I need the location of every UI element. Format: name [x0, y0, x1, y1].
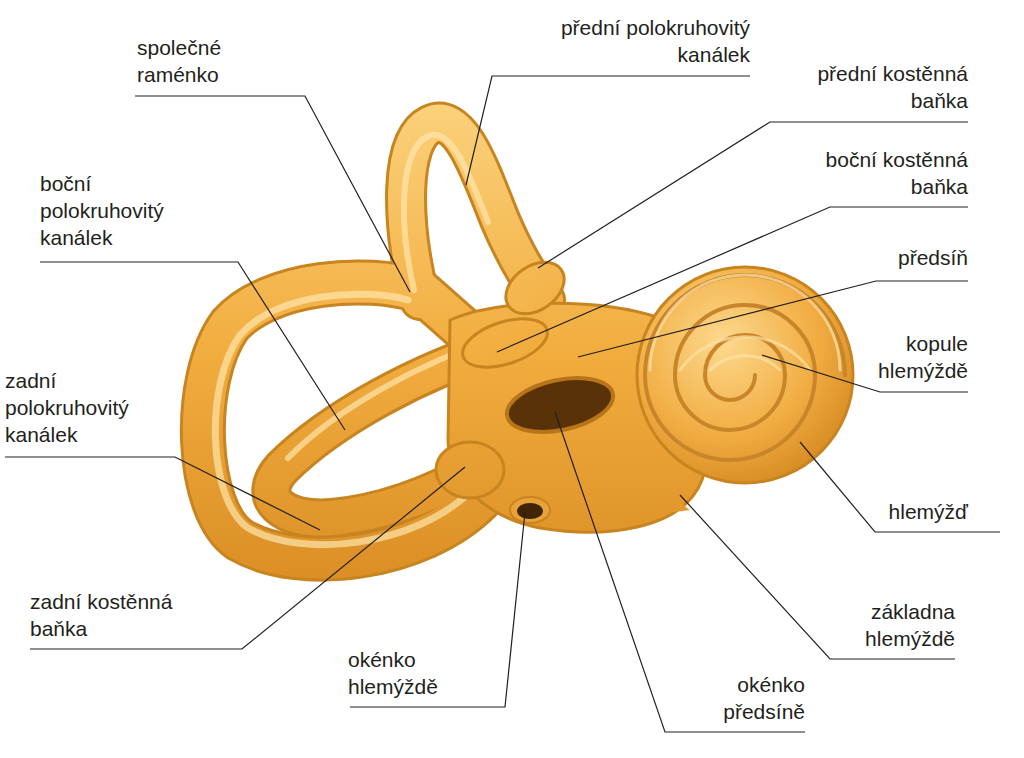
bony-labyrinth	[203, 123, 853, 559]
part-label: předsíň	[898, 244, 968, 271]
part-label: základna hlemýždě	[835, 598, 955, 652]
part-label: okénko předsíně	[685, 671, 805, 725]
leader-lines	[5, 76, 1000, 732]
part-label: společné raménko	[137, 34, 247, 88]
part-label: okénko hlemýždě	[348, 646, 468, 700]
part-label: hlemýžď	[889, 498, 968, 525]
part-label: boční kostěnná baňka	[798, 146, 968, 200]
part-label: zadní kostěnná baňka	[30, 588, 220, 642]
part-label: zadní polokruhovitý kanálek	[5, 367, 165, 448]
part-label: boční polokruhovitý kanálek	[40, 170, 200, 251]
part-label: přední kostěnná baňka	[778, 60, 968, 114]
part-label: kopule hlemýždě	[858, 330, 968, 384]
part-label: přední polokruhovitý kanálek	[510, 14, 750, 68]
